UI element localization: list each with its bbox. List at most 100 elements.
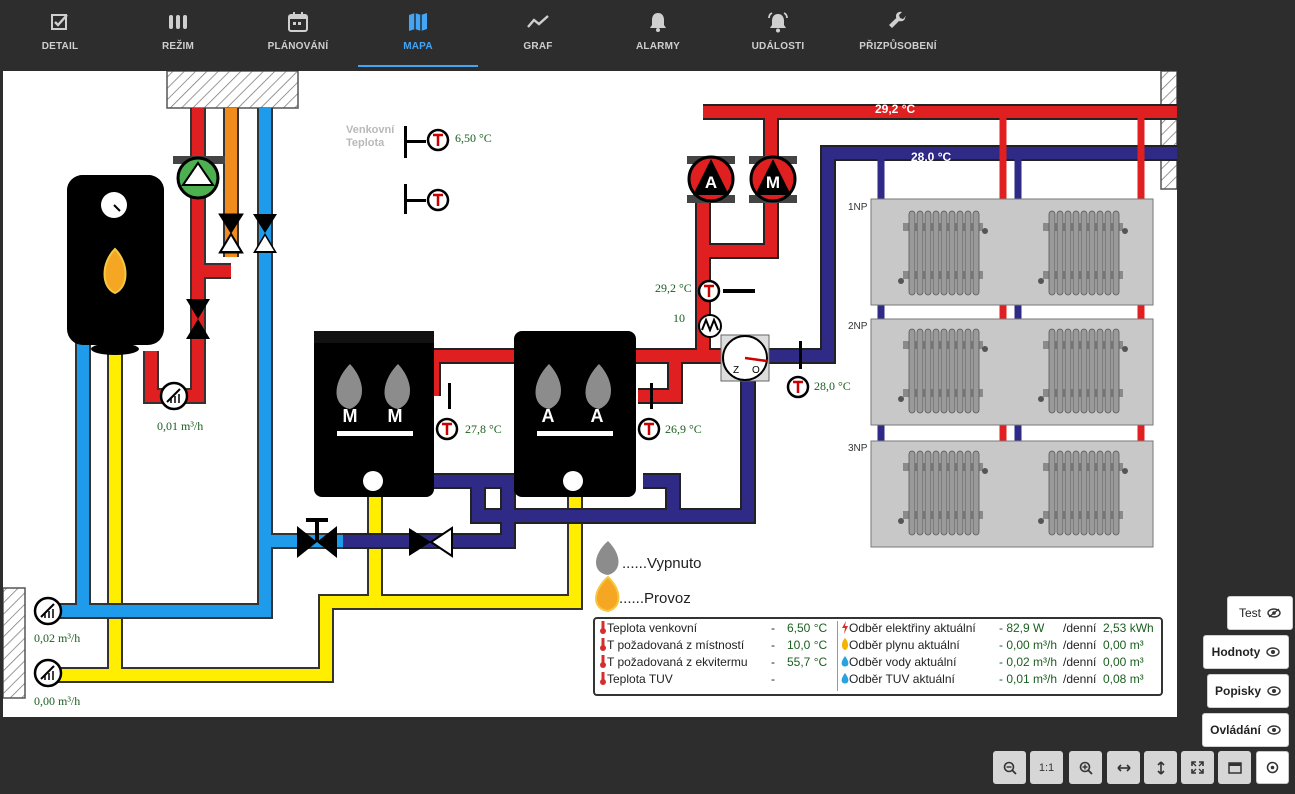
boiler-m-letter: M	[388, 406, 403, 426]
wall-top	[166, 71, 299, 109]
zoom-in-button[interactable]	[1069, 751, 1102, 784]
heating-scheme-map: A M	[3, 71, 1177, 717]
labels-label: Popisky	[1214, 684, 1262, 698]
thermometer-icon	[426, 188, 450, 212]
tab-alarmy[interactable]: ALARMY	[598, 0, 718, 66]
flame-off-icon	[596, 541, 619, 575]
info-daily-label: /denní	[1063, 621, 1097, 635]
center-button[interactable]	[1256, 751, 1289, 784]
info-row: Odběr vody aktuální - 0,02 m³/h/denní 0,00…	[841, 655, 1159, 672]
test-label: Test	[1238, 606, 1261, 620]
thermometer-icon	[697, 279, 721, 303]
calendar-icon	[288, 12, 308, 32]
wrench-icon	[889, 11, 906, 28]
boiler-a-temp: 26,9 °C	[665, 422, 702, 436]
pump-m: M	[749, 155, 797, 203]
valve-circulation	[186, 299, 210, 339]
info-label: Odběr elektřiny aktuální	[849, 621, 976, 635]
map-icon	[409, 13, 427, 31]
supply-temp-top: 29,2 °C	[875, 102, 916, 116]
meter-gas-value: 0,01 m³/h	[157, 419, 204, 433]
boiler-a-letter: A	[542, 406, 555, 426]
return-temp-top: 28,0 °C	[911, 150, 952, 164]
tab-label: DETAIL	[41, 41, 79, 52]
water-drop-icon	[841, 656, 849, 667]
hot-water-tank	[67, 175, 164, 355]
info-row: Teplota venkovní-6,50 °C	[599, 621, 835, 638]
info-dash: -	[771, 638, 775, 652]
radiator-icon	[898, 210, 988, 296]
tab-detail[interactable]: DETAIL	[0, 0, 120, 66]
info-daily-label: /denní	[1063, 655, 1097, 669]
zoom-reset-button[interactable]: 1:1	[1030, 751, 1063, 784]
info-dash: -	[771, 672, 775, 686]
fit-height-button[interactable]	[1144, 751, 1177, 784]
zoom-out-button[interactable]	[993, 751, 1026, 784]
tab-udalosti[interactable]: UDÁLOSTI	[718, 0, 838, 66]
info-current: - 0,00 m³/h	[999, 638, 1058, 652]
pump-green	[173, 156, 225, 200]
test-toggle-button[interactable]: Test	[1227, 596, 1293, 630]
labels-toggle-button[interactable]: Popisky	[1207, 674, 1289, 708]
tab-label: MAPA	[403, 41, 433, 52]
eye-icon	[1267, 725, 1281, 735]
wall-right	[1160, 71, 1177, 190]
mixer-letter: O	[752, 365, 760, 376]
eye-icon	[1267, 686, 1281, 696]
lightning-icon	[842, 621, 848, 634]
info-daily-label: /denní	[1063, 638, 1097, 652]
fit-screen-button[interactable]	[1181, 751, 1214, 784]
info-daily-value: 0,00 m³	[1103, 655, 1144, 669]
boiler-a-letter: A	[591, 406, 604, 426]
window-icon	[1227, 761, 1242, 774]
info-value: 55,7 °C	[787, 655, 828, 669]
controls-toggle-button[interactable]: Ovládání	[1202, 713, 1289, 747]
info-daily-value: 0,08 m³	[1103, 672, 1144, 686]
thermometers	[426, 128, 810, 441]
info-current: - 82,9 W	[999, 621, 1045, 635]
thermometer-icon	[600, 655, 606, 668]
info-value: 6,50 °C	[787, 621, 828, 635]
tab-planovani[interactable]: PLÁNOVÁNÍ	[238, 0, 358, 66]
fit-width-button[interactable]	[1107, 751, 1140, 784]
tab-rezim[interactable]: REŽIM	[118, 0, 238, 66]
info-row: T požadovaná z místností-10,0 °C	[599, 638, 835, 655]
radiator-icon	[1038, 328, 1128, 414]
target-icon	[1266, 761, 1279, 774]
outdoor-temp: 6,50 °C	[455, 131, 492, 145]
bell-icon	[650, 13, 666, 32]
thermometer-icon	[600, 672, 606, 685]
info-current: - 0,01 m³/h	[999, 672, 1058, 686]
info-daily-label: /denní	[1063, 672, 1097, 686]
outdoor-label: Venkovní Teplota	[346, 124, 395, 149]
flame-on-icon	[595, 575, 620, 613]
valve-check	[409, 526, 453, 558]
info-label: Teplota TUV	[607, 672, 673, 686]
tab-graf[interactable]: GRAF	[478, 0, 598, 66]
tab-prizpusobeni[interactable]: PŘIZPŮSOBENÍ	[838, 0, 958, 66]
tab-label: ALARMY	[636, 41, 680, 52]
arrows-horizontal-icon	[1116, 763, 1131, 772]
zoom-reset-label: 1:1	[1038, 761, 1055, 774]
flame-icon	[842, 638, 848, 650]
info-current: - 0,02 m³/h	[999, 655, 1058, 669]
expand-icon	[1191, 761, 1204, 774]
fullscreen-button[interactable]	[1218, 751, 1251, 784]
mixer-temp: 29,2 °C	[655, 281, 692, 295]
floor-label: 1NP	[848, 202, 868, 213]
boiler-m: M M	[314, 331, 434, 497]
tab-mapa[interactable]: MAPA	[358, 0, 478, 67]
meter-water-value: 0,02 m³/h	[34, 631, 81, 645]
eye-off-icon	[1267, 608, 1281, 618]
info-label: Odběr plynu aktuální	[849, 638, 960, 652]
pump-a: A	[687, 155, 735, 203]
mixing-valve: Z O	[720, 334, 770, 382]
info-label: Odběr vody aktuální	[849, 655, 957, 669]
checkbox-edit-icon	[51, 14, 68, 30]
valve-gas	[218, 213, 244, 254]
scheme-graphics: A M	[3, 71, 1177, 699]
values-toggle-button[interactable]: Hodnoty	[1203, 635, 1289, 669]
radiator-icon	[1038, 450, 1128, 536]
zoom-out-icon	[1003, 761, 1017, 775]
